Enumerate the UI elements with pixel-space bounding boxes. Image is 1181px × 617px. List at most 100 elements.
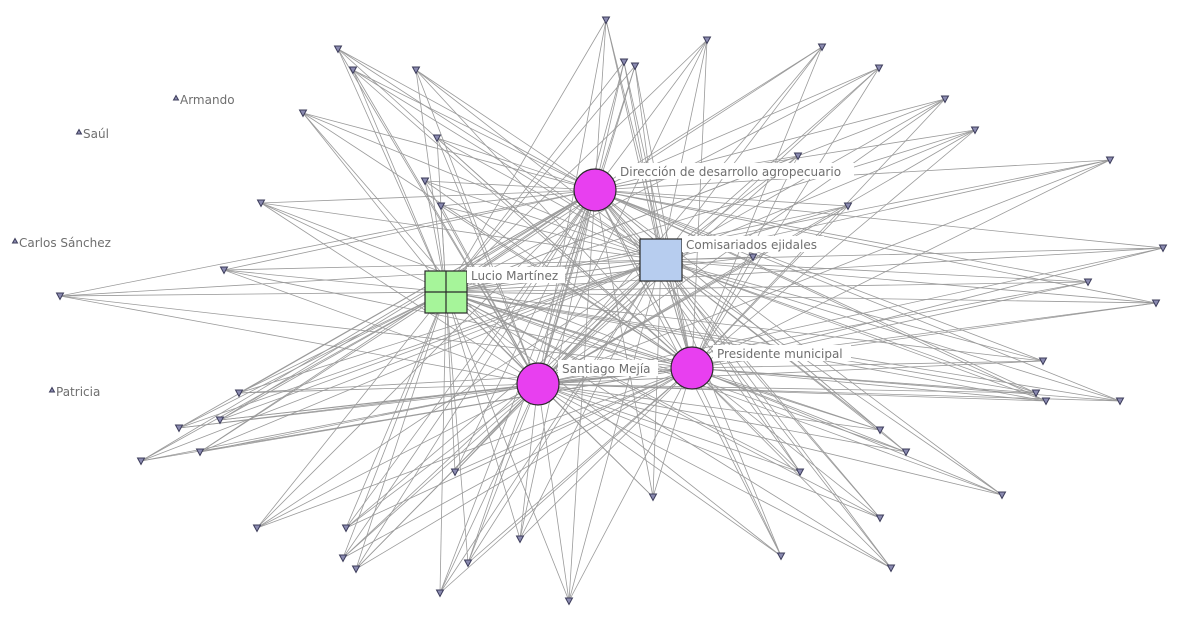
edge (337, 48, 447, 293)
peripheral-nodes-layer (11, 16, 1168, 606)
peripheral-node (1105, 156, 1115, 165)
edge (445, 65, 636, 293)
edge (537, 205, 849, 385)
edge (445, 129, 976, 293)
edge (537, 61, 625, 385)
edge (605, 19, 662, 261)
peripheral-node (338, 554, 348, 563)
edge (568, 189, 596, 602)
edge (178, 291, 447, 429)
peripheral-node (1041, 397, 1051, 406)
edge (537, 383, 892, 569)
peripheral-node (940, 95, 950, 104)
peripheral-node (411, 66, 421, 75)
hub-node-direccion (573, 168, 617, 212)
edge (355, 189, 596, 570)
edge (436, 137, 693, 369)
edge (445, 291, 1044, 362)
edge (594, 189, 1089, 283)
peripheral-node (901, 448, 911, 457)
edge (352, 69, 539, 385)
edge (355, 367, 693, 570)
edge (660, 259, 1037, 394)
hub-node-santiago (516, 362, 560, 406)
hub-node-comisariados (639, 238, 683, 282)
edge (691, 46, 823, 369)
edge (660, 259, 1121, 402)
edge (178, 189, 596, 429)
edge (256, 291, 447, 529)
edge (199, 189, 596, 453)
edge (594, 189, 1157, 304)
edge (256, 383, 539, 529)
peripheral-node (195, 448, 205, 457)
edge (467, 259, 662, 564)
edge (223, 269, 693, 369)
edge (445, 291, 570, 602)
edge (345, 259, 662, 529)
hub-label-comisariados: Comisariados ejidales (686, 238, 817, 252)
peripheral-node (1083, 278, 1093, 287)
peripheral-node (435, 589, 445, 598)
edge (302, 112, 539, 385)
edge (440, 189, 596, 207)
peripheral-node (234, 389, 244, 398)
edge (594, 39, 708, 191)
edge (691, 367, 881, 519)
edge (256, 189, 596, 529)
edge (59, 259, 662, 297)
peripheral-node (843, 202, 853, 211)
edge (352, 69, 693, 369)
peripheral-node (252, 524, 262, 533)
edge (219, 259, 662, 421)
edge (691, 98, 946, 369)
peripheral-node (793, 152, 803, 161)
edge (660, 259, 801, 473)
edge (256, 259, 662, 529)
edge (439, 259, 662, 594)
edge (439, 367, 693, 594)
edge (660, 259, 782, 557)
peripheral-node (215, 416, 225, 425)
edge (140, 383, 539, 462)
edge (445, 291, 521, 540)
edge (352, 69, 596, 191)
hub-nodes-layer (424, 168, 714, 406)
edge (594, 189, 1047, 402)
edge (337, 48, 596, 191)
edge (634, 65, 693, 369)
peripheral-node (630, 62, 640, 71)
edge (342, 383, 539, 559)
edge (342, 367, 693, 559)
isolated-node-armando (172, 94, 180, 101)
peripheral-node (619, 58, 629, 67)
edge (691, 367, 892, 569)
edge (660, 259, 881, 519)
edge (238, 259, 662, 394)
edge (302, 112, 447, 293)
edge (415, 69, 596, 191)
edge (537, 383, 1121, 402)
edge (260, 189, 596, 204)
peripheral-node (1158, 244, 1168, 253)
edge (424, 180, 596, 191)
hub-label-direccion: Dirección de desarrollo agropecuario (620, 165, 841, 179)
edge (660, 46, 823, 261)
peripheral-node (1031, 389, 1041, 398)
edge (594, 189, 849, 207)
edge (660, 259, 892, 569)
edge (594, 189, 1037, 394)
peripheral-node (450, 468, 460, 477)
edge (140, 367, 693, 462)
edge (623, 61, 662, 261)
edge (691, 367, 907, 453)
peripheral-node (351, 565, 361, 574)
isolated-node-saul (75, 128, 83, 135)
edge (415, 69, 693, 369)
edge (302, 112, 662, 261)
edge (568, 259, 662, 602)
edge (223, 269, 447, 293)
edge (445, 291, 782, 557)
peripheral-node (886, 564, 896, 573)
